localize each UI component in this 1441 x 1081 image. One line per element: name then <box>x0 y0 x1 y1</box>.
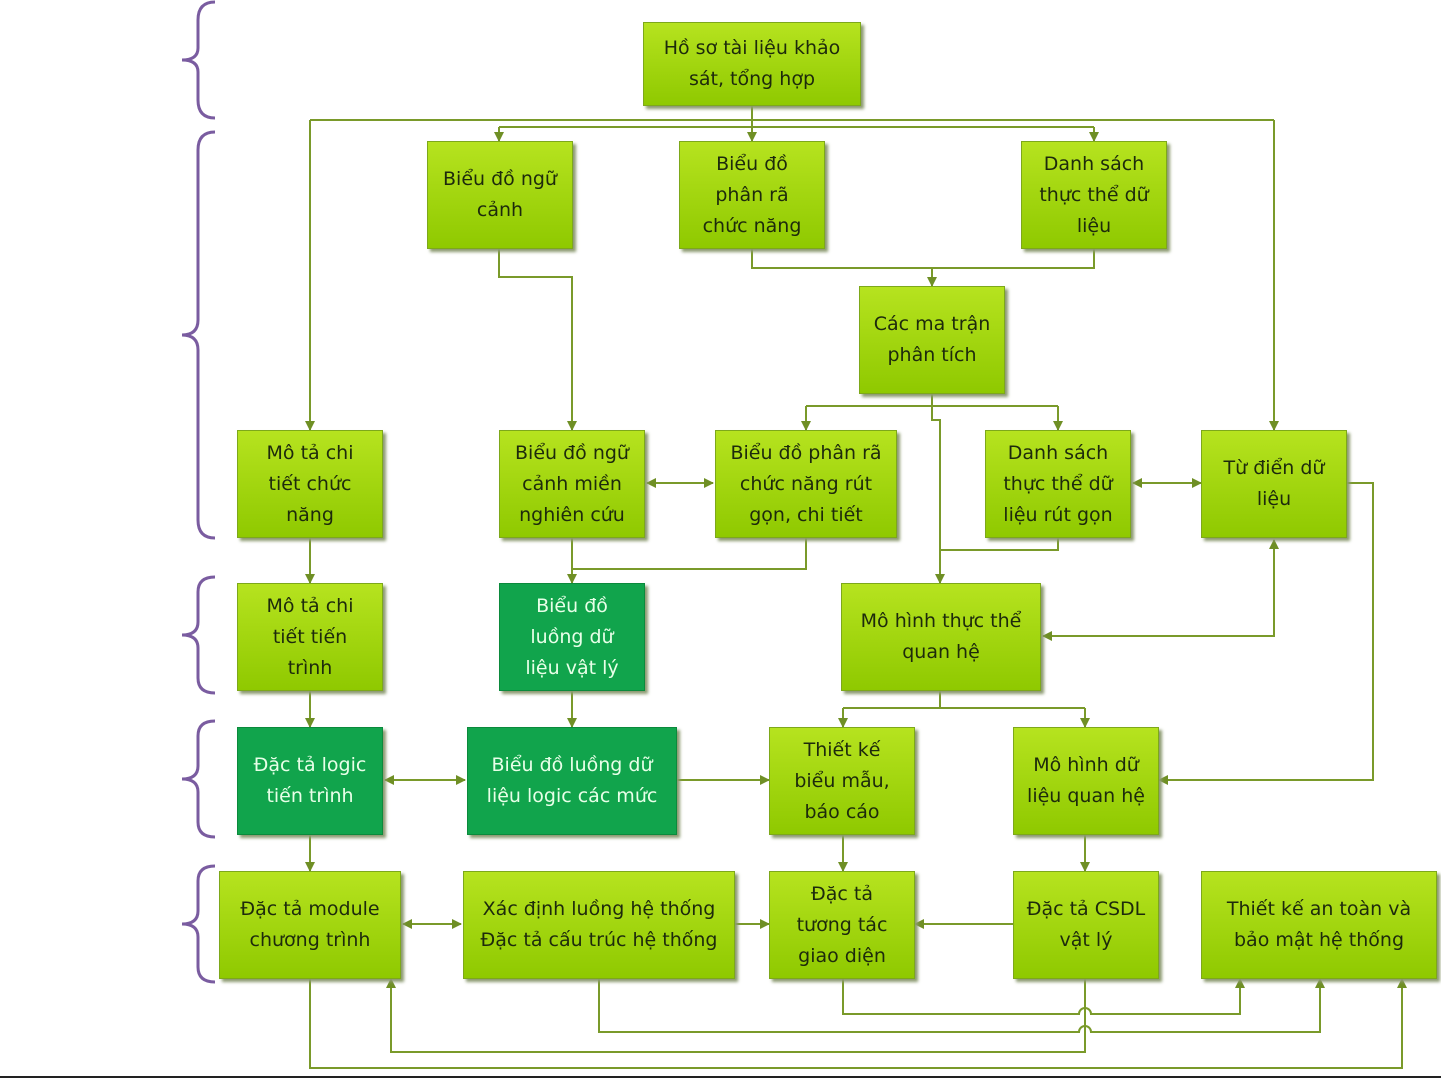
box-label: phân rã <box>715 183 789 206</box>
connector <box>931 406 945 584</box>
box-label: Biểu đồ ngữ <box>515 441 629 464</box>
box-label: Hồ sơ tài liệu khảo <box>663 37 841 59</box>
box-ui-spec: Đặc tả tương tác giao diện <box>769 871 915 979</box>
box-er-model: Mô hình thực thể quan hệ <box>841 583 1041 691</box>
box-label: Mô tả chi <box>266 441 354 464</box>
box-label: Danh sách <box>1007 441 1109 464</box>
box-label: năng <box>286 503 334 526</box>
connector <box>751 249 1095 269</box>
box-label: cảnh miền <box>522 472 622 495</box>
box-logical-dfd: Biểu đồ luồng dữ liệu logic các mức <box>467 727 677 835</box>
box-data-dictionary: Từ điển dữ liệu <box>1201 430 1347 538</box>
box-process-logic: Đặc tả logic tiến trình <box>237 727 383 835</box>
box-label: phân tích <box>887 344 977 366</box>
box-label: biểu mẫu, <box>794 769 890 792</box>
connector <box>843 691 1085 709</box>
box-entity-list: Danh sách thực thể dữ liệu <box>1021 141 1167 249</box>
box-label: tiết tiến <box>272 625 348 648</box>
box-label: thực thể dữ <box>1003 472 1113 495</box>
box-label: liệu quan hệ <box>1027 785 1145 807</box>
box-label: thực thể dữ <box>1039 183 1149 206</box>
box-label: Thiết kế <box>803 738 881 761</box>
box-label: liệu vật lý <box>525 656 619 679</box>
connector <box>940 538 1059 551</box>
connector <box>386 978 1086 1053</box>
box-label: Biểu đồ phân rã <box>730 441 882 464</box>
box-label: Biểu đồ <box>536 594 608 617</box>
box-label: bảo mật hệ thống <box>1234 929 1404 951</box>
box-label: liệu <box>1256 488 1292 510</box>
box-entity-list-reduced: Danh sách thực thể dữ liệu rút gọn <box>985 430 1131 538</box>
brace-logic <box>181 719 216 839</box>
box-security-design: Thiết kế an toàn và bảo mật hệ thống <box>1201 871 1437 979</box>
box-label: chương trình <box>249 929 371 951</box>
box-label: luồng dữ <box>530 625 614 648</box>
box-function-detail: Mô tả chi tiết chức năng <box>237 430 383 538</box>
box-label: nghiên cứu <box>519 503 625 526</box>
box-label: trình <box>287 656 333 679</box>
box-label: Các ma trận <box>873 313 991 335</box>
box-label: Từ điển dữ <box>1223 457 1325 479</box>
box-label: Đặc tả <box>811 882 873 905</box>
box-label: Mô hình dữ <box>1033 754 1139 776</box>
connector <box>309 978 1407 1069</box>
box-label: quan hệ <box>902 641 980 663</box>
connector <box>806 394 1058 407</box>
box-label: Xác định luồng hệ thống <box>482 898 716 920</box>
brace-design <box>181 864 216 984</box>
box-label: liệu <box>1076 214 1112 237</box>
box-label: Mô tả chi <box>266 594 354 617</box>
brace-survey <box>181 0 216 120</box>
box-label: liệu rút gọn <box>1003 503 1113 526</box>
box-label: Biểu đồ <box>716 152 788 175</box>
box-label: Đặc tả logic <box>253 754 367 776</box>
connector <box>499 120 1094 128</box>
connector <box>1042 539 1279 641</box>
box-label: gọn, chi tiết <box>749 503 863 526</box>
connector <box>598 978 1325 1033</box>
box-function-decomposition: Biểu đồ phân rã chức năng <box>679 141 825 249</box>
box-label: Đặc tả cấu trúc hệ thống <box>480 929 718 951</box>
box-context-domain: Biểu đồ ngữ cảnh miền nghiên cứu <box>499 430 645 538</box>
connector <box>310 106 1274 121</box>
box-label: báo cáo <box>804 800 880 823</box>
box-forms-reports: Thiết kế biểu mẫu, báo cáo <box>769 727 915 835</box>
box-label: tiết chức <box>268 472 352 495</box>
box-analysis-matrices: Các ma trận phân tích <box>859 286 1005 394</box>
box-label: chức năng <box>702 214 802 237</box>
box-label: cảnh <box>476 199 524 221</box>
box-label: Danh sách <box>1043 152 1145 175</box>
box-label: tiến trình <box>266 785 354 807</box>
box-label: chức năng rút <box>739 472 873 495</box>
connector <box>498 249 577 431</box>
box-label: Đặc tả module <box>240 898 380 920</box>
box-process-detail: Mô tả chi tiết tiến trình <box>237 583 383 691</box>
brace-analysis <box>181 130 216 540</box>
box-decomposition-reduced: Biểu đồ phân rã chức năng rút gọn, chi tiế… <box>715 430 897 538</box>
brace-process <box>181 575 216 695</box>
box-module-spec: Đặc tả module chương trình <box>219 871 401 979</box>
box-label: Biểu đồ ngữ <box>443 168 557 190</box>
box-label: Thiết kế an toàn và <box>1226 898 1412 920</box>
box-context-diagram: Biểu đồ ngữ cảnh <box>427 141 573 249</box>
box-physical-dfd: Biểu đồ luồng dữ liệu vật lý <box>499 583 645 691</box>
box-label: liệu logic các mức <box>486 785 658 807</box>
box-survey-documents: Hồ sơ tài liệu khảo sát, tổng hợp <box>643 22 861 106</box>
connector <box>842 978 1245 1015</box>
box-label: Đặc tả CSDL <box>1026 898 1146 920</box>
box-label: Biểu đồ luồng dữ <box>491 754 653 776</box>
box-label: Mô hình thực thể <box>860 610 1022 632</box>
bottom-rule <box>0 1076 1441 1078</box>
box-label: giao diện <box>798 944 886 967</box>
connector <box>1158 482 1374 785</box>
connector <box>572 538 807 570</box>
box-physical-db-spec: Đặc tả CSDL vật lý <box>1013 871 1159 979</box>
box-relational-model: Mô hình dữ liệu quan hệ <box>1013 727 1159 835</box>
box-label: vật lý <box>1059 929 1113 951</box>
box-label: tương tác <box>796 913 888 936</box>
box-label: sát, tổng hợp <box>688 68 815 90</box>
